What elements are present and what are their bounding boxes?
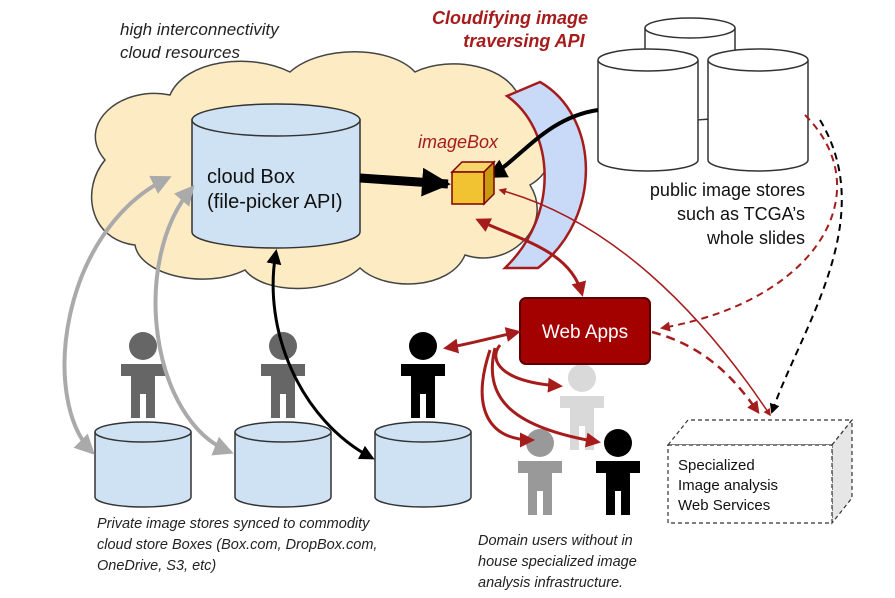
private-stores-line2: cloud store Boxes (Box.com, DropBox.com,	[97, 537, 377, 553]
public-stores-line3: whole slides	[706, 228, 805, 248]
public-stores-line2: such as TCGA’s	[677, 204, 805, 224]
cloud-caption-line2: cloud resources	[120, 43, 241, 62]
person-icon	[401, 332, 445, 418]
public-store-cylinders	[597, 17, 809, 172]
private-store-cylinders	[94, 421, 472, 508]
person-icon	[518, 429, 562, 515]
person-icon	[560, 364, 604, 450]
connectors	[62, 108, 843, 460]
web-apps-label: Web Apps	[542, 322, 628, 343]
cloud-caption-line1: high interconnectivity	[120, 20, 280, 39]
web-services-line2: Image analysis	[678, 477, 778, 494]
domain-users-line2: house specialized image	[478, 554, 637, 570]
api-title-line2: traversing API	[463, 31, 585, 51]
cloud-box-line2: (file-picker API)	[207, 191, 343, 213]
public-stores-line1: public image stores	[650, 180, 805, 200]
private-stores-line1: Private image stores synced to commodity	[97, 516, 370, 532]
web-services-box	[666, 418, 854, 525]
private-stores-line3: OneDrive, S3, etc)	[97, 558, 216, 574]
domain-users-line3: analysis infrastructure.	[478, 575, 623, 591]
cloud-box-cylinder	[191, 103, 361, 249]
web-services-line3: Web Services	[678, 497, 770, 514]
web-services-line1: Specialized	[678, 457, 755, 474]
person-icon	[596, 429, 640, 515]
imagebox-label: imageBox	[418, 132, 499, 152]
cloud-box-line1: cloud Box	[207, 166, 295, 188]
api-title-line1: Cloudifying image	[432, 8, 588, 28]
domain-users-line1: Domain users without in	[478, 533, 633, 549]
imagebox-cube-icon	[450, 160, 496, 206]
